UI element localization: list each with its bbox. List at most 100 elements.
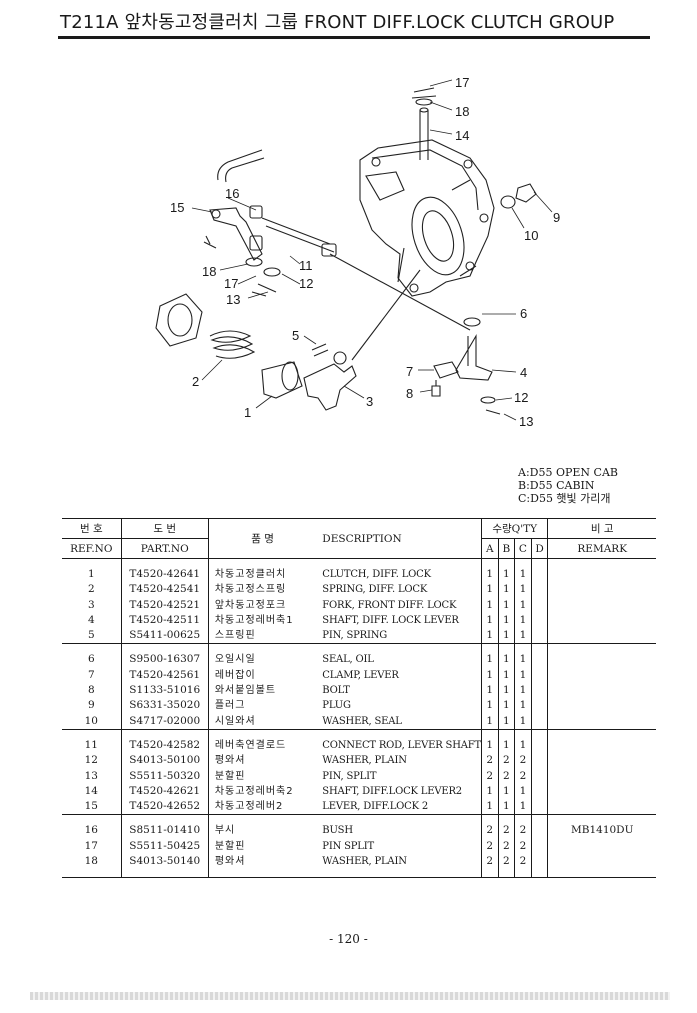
qty-d-cell: [531, 783, 549, 800]
remark-cell: [548, 714, 656, 730]
qty-c-cell: 2: [514, 854, 532, 870]
callout-8: 8: [406, 386, 413, 401]
qty-b-cell: 2: [498, 768, 516, 784]
ref-cell: 3: [62, 597, 122, 613]
korean-name-cell: 분할핀: [214, 770, 246, 782]
korean-name-cell: 차동고정레버축2: [214, 785, 294, 797]
spacer-cell: [514, 814, 532, 824]
callout-13b: 13: [519, 414, 533, 429]
callout-1: 1: [244, 405, 251, 420]
spacer-cell: [498, 728, 516, 738]
spacer-cell: [62, 814, 122, 824]
qty-b-cell: 2: [498, 753, 516, 769]
korean-name-cell: 플러그: [214, 700, 246, 712]
qty-c-cell: 1: [514, 683, 532, 699]
ref-cell: 17: [62, 838, 122, 855]
remark-cell: [548, 698, 656, 713]
qty-d-cell: [531, 612, 549, 629]
spacer-cell: [316, 728, 482, 738]
spacer-cell: [531, 643, 549, 653]
callout-3: 3: [366, 394, 373, 409]
callout-16: 16: [225, 186, 239, 201]
qty-a-cell: 2: [481, 753, 499, 769]
remark-cell: [548, 839, 656, 854]
group-spacer: [62, 869, 656, 878]
qty-c-cell: 1: [514, 698, 532, 714]
description-cell: BOLT: [316, 683, 482, 699]
part-no-cell: S5411-00625: [121, 628, 209, 644]
spacer-cell: [531, 814, 549, 824]
callout-18a: 18: [455, 104, 469, 119]
remark-cell: [548, 769, 656, 784]
qty-d-cell: [531, 768, 549, 784]
page-number: - 120 -: [329, 932, 368, 946]
remark-cell: [548, 799, 656, 815]
korean-name-cell: 차동고정스프링: [214, 584, 287, 596]
header-part-ko: 도 번: [121, 518, 209, 539]
remark-cell: [548, 582, 656, 597]
callout-18b: 18: [202, 264, 216, 279]
spacer-cell: [547, 728, 656, 738]
description-cell: SHAFT, DIFF. LOCK LEVER: [316, 612, 482, 629]
ref-cell: 7: [62, 667, 122, 684]
description-cell: WASHER, SEAL: [316, 713, 482, 730]
part-no-cell: S8511-01410: [121, 823, 209, 839]
spacer-cell: [62, 728, 122, 738]
qty-c-cell: 1: [514, 737, 532, 754]
spacer-cell: [548, 869, 656, 878]
spacer-cell: [208, 869, 316, 878]
callout-7: 7: [406, 364, 413, 379]
part-no-cell: S4717-02000: [121, 713, 209, 730]
qty-a-cell: 1: [481, 783, 499, 800]
bolt-8: [431, 380, 441, 397]
spacer-cell: [121, 728, 209, 738]
qty-b-cell: 1: [498, 582, 516, 598]
qty-b-cell: 1: [498, 652, 516, 668]
qty-d-cell: [531, 854, 549, 870]
spacer-cell: [481, 869, 499, 878]
part-no-cell: S9500-16307: [121, 652, 209, 668]
description-cell: SEAL, OIL: [316, 652, 482, 668]
qty-a-cell: 2: [481, 823, 499, 839]
remark-cell: [548, 598, 656, 613]
model-variant-legend: A:D55 OPEN CAB B:D55 CABIN C:D55 햇빛 가리개: [518, 466, 618, 505]
callout-11: 11: [299, 258, 313, 273]
description-cell: BUSH: [316, 823, 482, 839]
ref-cell: 11: [62, 737, 122, 754]
ref-cell: 8: [62, 683, 122, 699]
title-rule: [58, 36, 650, 39]
spacer-cell: [62, 869, 122, 878]
qty-d-cell: [531, 838, 549, 855]
group-spacer: [62, 643, 656, 653]
ref-cell: 1: [62, 567, 122, 583]
description-cell: FORK, FRONT DIFF. LOCK: [316, 597, 482, 613]
part-no-cell: S6331-35020: [121, 698, 209, 714]
part-no-cell: T4520-42641: [121, 567, 209, 583]
qty-c-cell: 2: [514, 753, 532, 769]
header-qty: 수량Q'TY: [481, 518, 549, 539]
qty-b-cell: 1: [498, 783, 516, 800]
qty-c-cell: 1: [514, 713, 532, 730]
remark-cell: [548, 628, 656, 644]
spacer-cell: [531, 728, 549, 738]
page-title: T211A 앞차동고정클러치 그룹 FRONT DIFF.LOCK CLUTCH…: [60, 12, 615, 33]
callout-5: 5: [292, 328, 299, 343]
callout-13a: 13: [226, 292, 240, 307]
description-cell: SHAFT, DIFF.LOCK LEVER2: [316, 783, 482, 800]
plug-9: [515, 183, 537, 203]
callout-17b: 17: [224, 276, 238, 291]
qty-b-cell: 2: [498, 823, 516, 839]
qty-c-cell: 1: [514, 652, 532, 668]
spacer-cell: [531, 558, 549, 567]
part-no-cell: T4520-42541: [121, 582, 209, 598]
header-ref-ko: 번 호: [62, 518, 122, 539]
exploded-parts-diagram: 17 18 14 16 15 9 10 18 17 11 12 13 6 5 2…: [0, 40, 697, 460]
